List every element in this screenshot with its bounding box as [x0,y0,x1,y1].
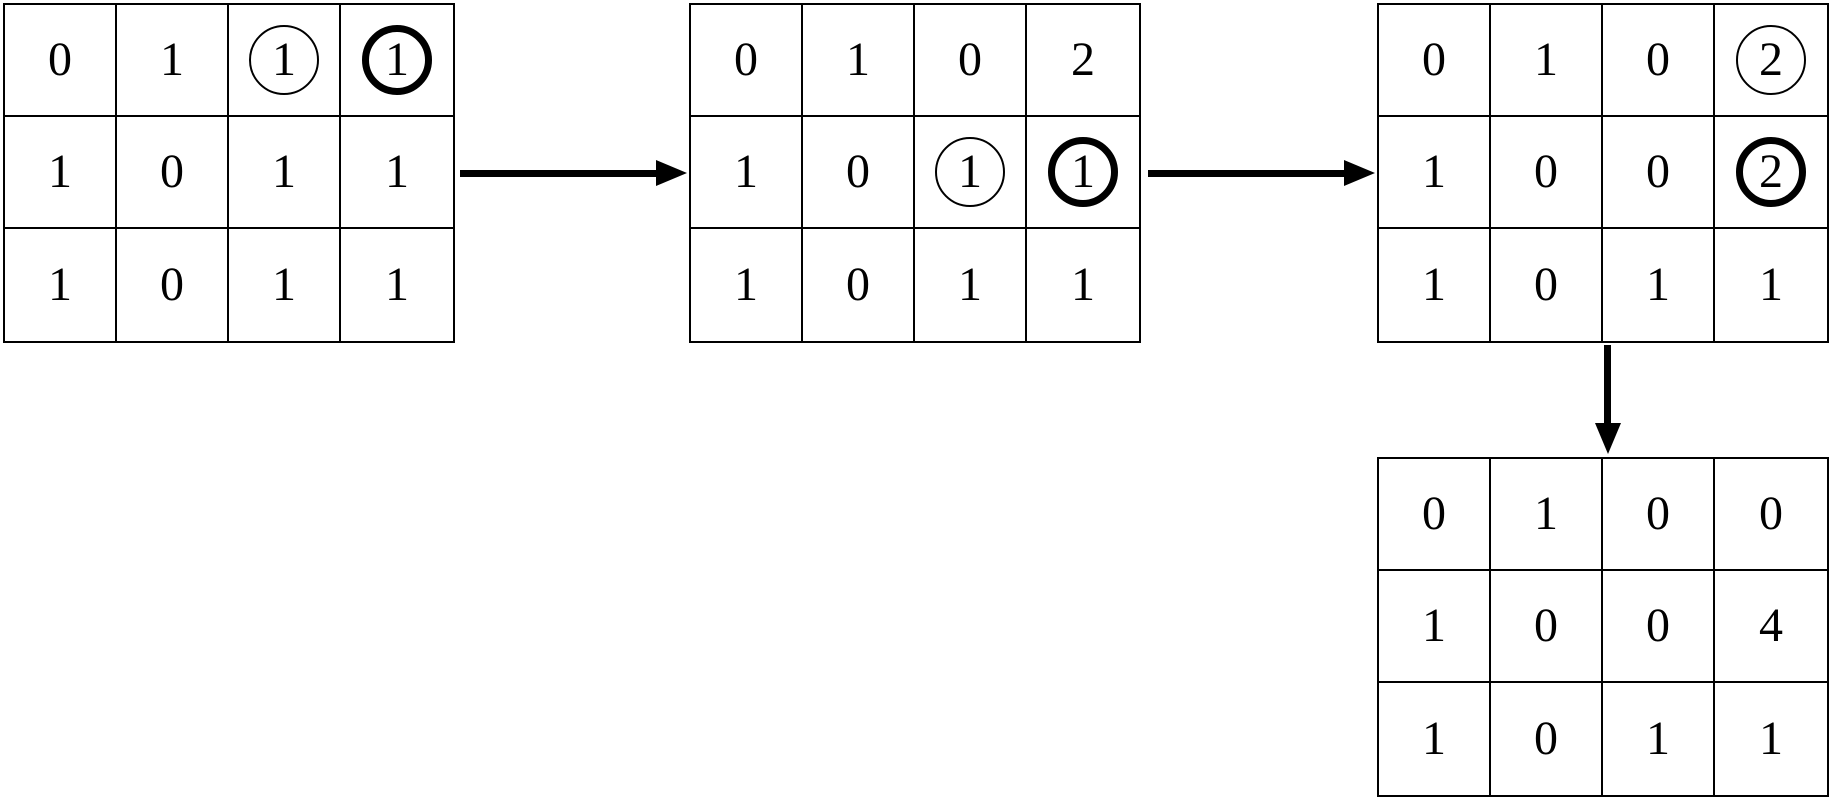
grid-cell: 1 [385,258,409,311]
grid-cell: 1 [341,117,453,229]
grid-cell: 1 [1379,117,1491,229]
grid-cell: 1 [1071,258,1095,311]
grid-cell: 1 [5,117,117,229]
grid-cell: 1 [341,5,453,117]
grid-cell: 1 [1759,258,1783,311]
grid-cell: 0 [1715,459,1827,571]
bold-circle-mark: 1 [362,25,432,95]
grid-cell: 1 [1379,571,1491,683]
grid-cell: 1 [1759,712,1783,765]
grid-cell: 1 [1603,229,1715,341]
bold-circle-mark: 1 [1048,137,1118,207]
arrow-shaft [460,170,658,177]
bold-circle-mark: 2 [1736,137,1806,207]
grid-cell: 0 [803,117,915,229]
arrow-head [1344,160,1375,186]
grid-cell: 1 [1379,229,1491,341]
grid-cell: 2 [1715,5,1827,117]
grid-cell: 0 [117,117,229,229]
grid-cell: 1 [1603,683,1715,795]
thin-circle-mark: 2 [1736,25,1806,95]
grid-cell: 0 [117,229,229,341]
grid-cell: 0 [1379,459,1491,571]
grid-cell: 0 [1603,459,1715,571]
grid-cell: 1 [229,5,341,117]
grid-cell: 2 [1027,5,1139,117]
grid-cell: 0 [1491,683,1603,795]
arrow-shaft [1148,170,1346,177]
grid-cell: 0 [1491,229,1603,341]
grid-cell: 1 [915,229,1027,341]
grid-cell: 1 [691,117,803,229]
grid-cell: 0 [1491,571,1603,683]
grid-cell: 1 [803,5,915,117]
grid-cell: 1 [1491,5,1603,117]
grid-cell: 0 [1603,571,1715,683]
grid-cell: 1 [1379,683,1491,795]
grid-cell: 1 [229,117,341,229]
grid-cell: 0 [1603,117,1715,229]
grid-cell: 1 [1491,459,1603,571]
grid-cell: 1 [5,229,117,341]
grid-cell: 1 [691,229,803,341]
arrow-head [656,160,687,186]
grid-cell: 1 [915,117,1027,229]
arrow-head [1595,423,1621,454]
thin-circle-mark: 1 [935,137,1005,207]
grid-cell: 2 [1715,117,1827,229]
grid-cell: 0 [1603,5,1715,117]
thin-circle-mark: 1 [249,25,319,95]
grid-cell: 0 [915,5,1027,117]
grid-cell: 0 [5,5,117,117]
grid-cell: 0 [1491,117,1603,229]
grid-cell: 1 [117,5,229,117]
grid-cell: 1 [229,229,341,341]
grid-cell: 0 [691,5,803,117]
grid-cell: 0 [1379,5,1491,117]
arrow-shaft [1604,345,1611,425]
grid-cell: 1 [1027,117,1139,229]
grid-cell: 4 [1715,571,1827,683]
grid-cell: 0 [803,229,915,341]
